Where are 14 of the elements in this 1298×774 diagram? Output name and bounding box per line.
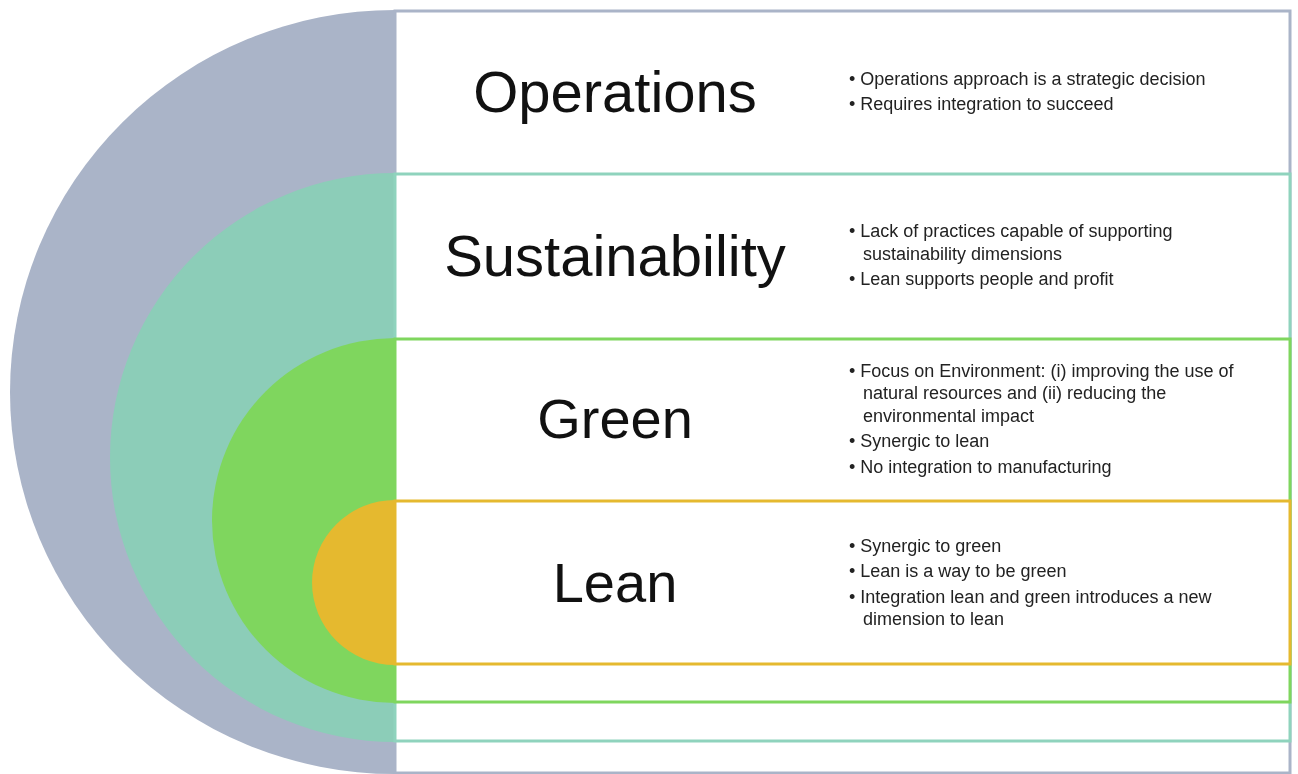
- bullet-text: • Lean supports people and profit: [849, 268, 1115, 291]
- band-heading: Lean: [551, 551, 679, 614]
- band-heading: Operations: [472, 59, 758, 124]
- bullet-text: • Focus on Environment: (i) improving the use of natural resources and (ii) reducing the environmental impact: [849, 359, 1235, 428]
- bullet-text: • Requires integration to succeed: [849, 93, 1115, 116]
- bullet-text: • Lack of practices capable of supporting sustainability dimensions: [849, 220, 1174, 266]
- bullet-text: • Lean is a way to be green: [849, 560, 1068, 583]
- band-heading: Green: [536, 388, 694, 450]
- bullet-text: • Operations approach is a strategic decision: [849, 67, 1207, 90]
- bullet-text: • No integration to manufacturing: [849, 455, 1113, 479]
- bullet-text: • Integration lean and green introduces a new dimension to lean: [849, 585, 1213, 631]
- bullet-text: • Synergic to green: [849, 534, 1003, 557]
- bullet-text: • Synergic to lean: [849, 430, 991, 453]
- band-heading: Sustainability: [443, 223, 787, 288]
